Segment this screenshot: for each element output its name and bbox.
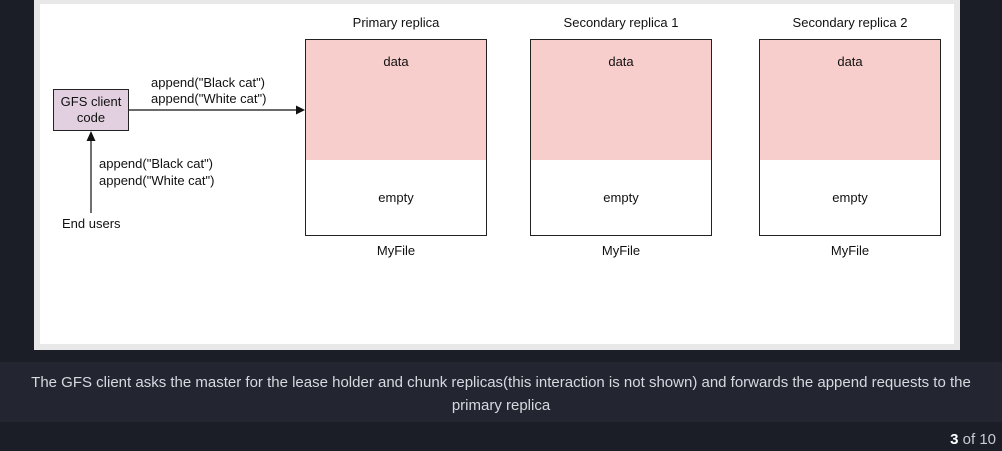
append-users-line-2: append("White cat") bbox=[99, 173, 215, 188]
pager-total: 10 bbox=[979, 431, 996, 448]
secondary-replica-1-box: data empty bbox=[530, 39, 712, 236]
append-primary-line-1: append("Black cat") bbox=[151, 75, 266, 90]
primary-file-label: MyFile bbox=[376, 243, 416, 258]
pager-current: 3 bbox=[950, 431, 959, 448]
users-to-client-arrowhead bbox=[86, 131, 96, 141]
secondary-replica-2-title: Secondary replica 2 bbox=[792, 15, 908, 30]
secondary-2-data-region bbox=[760, 40, 940, 160]
client-to-primary-arrowhead bbox=[296, 105, 305, 115]
slide-pager: 3 of 10 bbox=[950, 431, 996, 448]
secondary-1-file-label: MyFile bbox=[601, 243, 641, 258]
client-box-line-1: GFS client bbox=[60, 94, 122, 109]
primary-empty-label: empty bbox=[378, 190, 414, 205]
secondary-replica-2-box: data empty bbox=[759, 39, 941, 236]
secondary-2-file-label: MyFile bbox=[830, 243, 870, 258]
primary-data-region bbox=[306, 40, 486, 160]
append-users-line-1: append("Black cat") bbox=[99, 156, 214, 171]
primary-data-label: data bbox=[383, 54, 409, 69]
end-users-label: End users bbox=[62, 216, 121, 231]
gfs-client-box: GFS client code bbox=[53, 89, 129, 131]
primary-replica-box: data empty bbox=[305, 39, 487, 236]
secondary-2-empty-label: empty bbox=[832, 190, 868, 205]
secondary-1-empty-label: empty bbox=[603, 190, 639, 205]
client-box-line-2: code bbox=[76, 110, 106, 125]
slide-caption: The GFS client asks the master for the l… bbox=[0, 362, 1002, 422]
secondary-1-data-region bbox=[531, 40, 711, 160]
secondary-2-data-label: data bbox=[837, 54, 863, 69]
pager-separator: of bbox=[962, 431, 976, 448]
primary-replica-title: Primary replica bbox=[352, 15, 440, 30]
append-primary-line-2: append("White cat") bbox=[151, 91, 267, 106]
secondary-replica-1-title: Secondary replica 1 bbox=[563, 15, 679, 30]
secondary-1-data-label: data bbox=[608, 54, 634, 69]
